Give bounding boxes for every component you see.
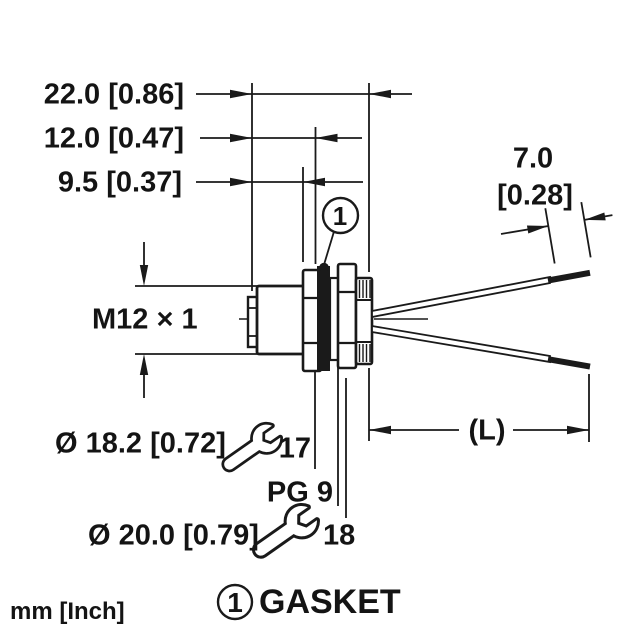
connector-body <box>246 262 374 373</box>
dim-front-width-label: 9.5 [0.37] <box>57 166 182 199</box>
wrench-icon <box>220 415 286 481</box>
extension-lines <box>251 83 370 291</box>
leader-lines <box>314 367 347 518</box>
thread-spec-label: M12 × 1 <box>92 303 198 336</box>
dim-line-12 <box>200 133 362 143</box>
dim-mid-width-label: 12.0 [0.47] <box>43 122 184 155</box>
dim-strip-length-mm-label: 7.0 <box>512 142 554 175</box>
dim-line-22 <box>196 89 412 99</box>
balloon-callout <box>321 196 360 264</box>
units-note-label: mm [Inch] <box>10 598 125 625</box>
nut-diameter-label: Ø 20.0 [0.79] <box>88 519 259 552</box>
dim-overall-width-label: 22.0 [0.86] <box>43 78 184 111</box>
dim-line-cable-length <box>368 368 590 442</box>
flange-diameter-label: Ø 18.2 [0.72] <box>55 427 226 460</box>
wrench-size-17-label: 17 <box>278 432 311 465</box>
gasket-part <box>317 262 330 371</box>
balloon-number: 1 <box>332 201 348 231</box>
dim-line-strip-length <box>500 202 613 264</box>
legend-balloon-number: 1 <box>227 587 243 618</box>
cable-length-label: (L) <box>468 414 506 447</box>
gland-thread-label: PG 9 <box>266 476 333 509</box>
wrench-size-18-label: 18 <box>323 519 356 552</box>
dim-line-9-5 <box>196 177 363 187</box>
legend-balloon-circle <box>216 583 254 621</box>
legend-gasket-label: GASKET <box>259 583 401 621</box>
dim-line-thread <box>135 242 258 398</box>
dim-strip-length-inch-label: [0.28] <box>497 179 573 212</box>
knurl-hatch <box>358 280 371 362</box>
wire-leads <box>371 269 591 370</box>
